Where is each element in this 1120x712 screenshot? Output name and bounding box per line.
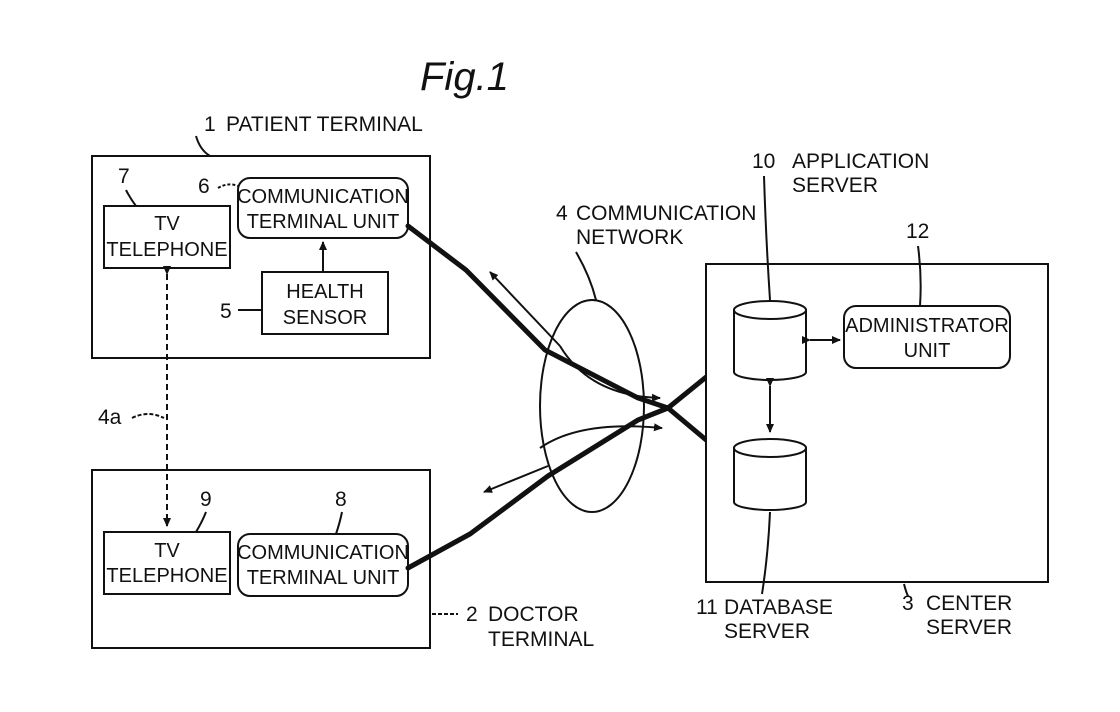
doctor-terminal-number: 2 (466, 603, 478, 626)
doctor-terminal-label-line2: TERMINAL (488, 628, 594, 651)
health-sensor-number: 5 (220, 300, 232, 323)
patient-comm-line1: COMMUNICATION (237, 186, 409, 208)
tv-link-label: 4a (98, 406, 122, 429)
patient-terminal-number: 1 (204, 113, 216, 136)
application-server-number: 10 (752, 150, 775, 173)
patient-terminal: 1 PATIENT TERMINAL TV TELEPHONE 7 COMMUN… (92, 113, 430, 358)
doctor-link (408, 408, 668, 568)
patient-comm-number: 6 (198, 175, 210, 198)
network-label-line2: NETWORK (576, 226, 683, 249)
database-server-label-line1: DATABASE (724, 596, 833, 619)
health-sensor-line1: HEALTH (286, 281, 363, 303)
patient-link (408, 226, 668, 408)
database-server-number: 11 (696, 596, 718, 619)
network-number: 4 (556, 202, 568, 225)
database-server-label-line2: SERVER (724, 620, 810, 643)
health-sensor-line2: SENSOR (283, 307, 367, 329)
administrator-unit-line2: UNIT (904, 340, 951, 362)
doctor-comm-number: 8 (335, 488, 347, 511)
center-server-label-line1: CENTER (926, 592, 1012, 615)
application-server-label-line2: SERVER (792, 174, 878, 197)
patient-tv-line1: TV (154, 213, 180, 235)
doctor-tv-line1: TV (154, 540, 180, 562)
patient-tv-line2: TELEPHONE (106, 239, 227, 261)
doctor-tv-line2: TELEPHONE (106, 565, 227, 587)
patient-tv-number: 7 (118, 165, 130, 188)
figure-title: Fig.1 (420, 55, 509, 99)
flow-arrow-patient-out (490, 272, 560, 346)
doctor-tv-number: 9 (200, 488, 212, 511)
flow-arrow-doctor-out (484, 466, 548, 492)
patient-terminal-label: PATIENT TERMINAL (226, 113, 423, 136)
flow-arrow-to-center-upper (560, 346, 660, 398)
doctor-terminal-label-line1: DOCTOR (488, 603, 579, 626)
application-server-label-line1: APPLICATION (792, 150, 929, 173)
administrator-unit-number: 12 (906, 220, 929, 243)
center-server-label-line2: SERVER (926, 616, 1012, 639)
administrator-unit-line1: ADMINISTRATOR (845, 315, 1009, 337)
doctor-comm-line2: TERMINAL UNIT (247, 567, 400, 589)
network-label-line1: COMMUNICATION (576, 202, 756, 225)
patient-comm-line2: TERMINAL UNIT (247, 211, 400, 233)
doctor-comm-line1: COMMUNICATION (237, 542, 409, 564)
